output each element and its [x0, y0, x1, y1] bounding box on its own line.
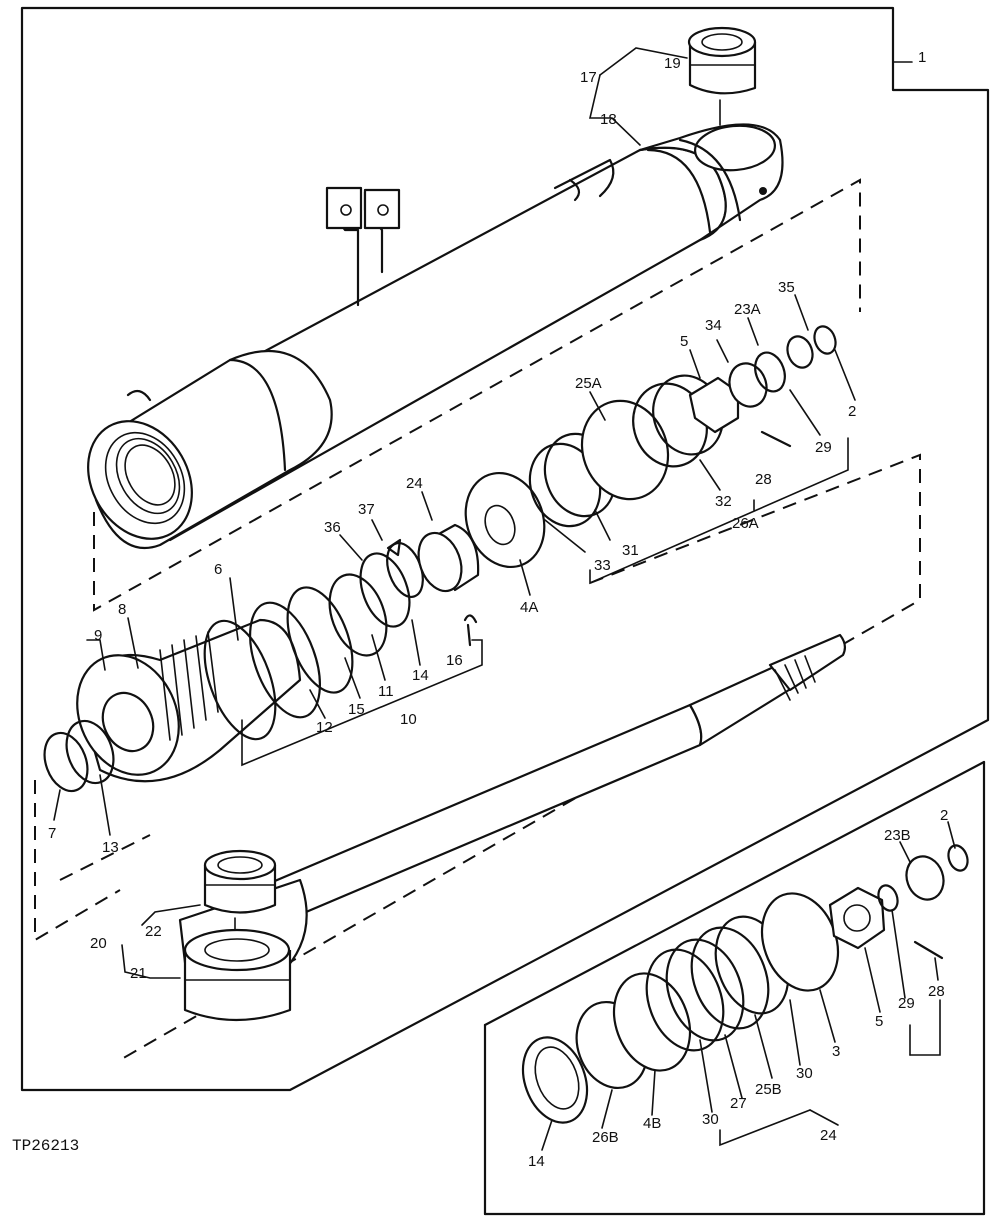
callout-37: 37: [358, 501, 375, 518]
callout-14-bottom: 14: [528, 1153, 545, 1170]
callout-29-top: 29: [815, 439, 832, 456]
callout-27: 27: [730, 1095, 747, 1112]
gland-assembly: [43, 542, 424, 793]
callout-9: 9: [94, 627, 102, 644]
callout-24-top: 24: [406, 475, 423, 492]
callout-25a: 25A: [575, 375, 602, 392]
callout-2-top: 2: [848, 403, 856, 420]
dashed-group-boxes: [34, 178, 921, 1061]
callout-3: 3: [832, 1043, 840, 1060]
callout-17: 17: [580, 69, 597, 86]
piston-parts-b: [521, 844, 969, 1124]
leader-lines: [53, 47, 956, 1151]
callout-23b: 23B: [884, 827, 911, 844]
callout-16: 16: [446, 652, 463, 669]
callout-labels: 1 17 19 18 35 23A 34 5 2 25A 29 28 32 26…: [48, 49, 948, 1170]
callout-26b: 24: [820, 1127, 837, 1144]
callout-33: 33: [594, 557, 611, 574]
callout-30-left: 30: [702, 1111, 719, 1128]
callout-21: 21: [130, 965, 147, 982]
piston-parts-a: [386, 325, 837, 647]
callout-28-bottom: 28: [928, 983, 945, 1000]
callout-19: 19: [664, 55, 681, 72]
callout-6: 6: [214, 561, 222, 578]
callout-32: 32: [715, 493, 732, 510]
callout-8: 8: [118, 601, 126, 618]
callout-35: 35: [778, 279, 795, 296]
figure-code: TP26213: [12, 1137, 79, 1155]
callout-5-top: 5: [680, 333, 688, 350]
callout-22: 22: [145, 923, 162, 940]
callout-26a: 26A: [732, 515, 759, 532]
callout-1: 1: [918, 49, 926, 66]
callout-13: 13: [102, 839, 119, 856]
callout-5-bottom: 5: [875, 1013, 883, 1030]
callout-18: 18: [600, 111, 617, 128]
callout-28-top: 28: [755, 471, 772, 488]
cylinder-barrel: [87, 123, 784, 550]
callout-24-bottom: 26B: [592, 1129, 619, 1146]
bushing-19: [687, 26, 757, 126]
callout-30-right: 30: [796, 1065, 813, 1082]
callout-4a: 4A: [520, 599, 538, 616]
callout-10: 10: [400, 711, 417, 728]
callout-20: 20: [90, 935, 107, 952]
callout-7: 7: [48, 825, 56, 842]
diagram-frame: [20, 6, 990, 1216]
callout-31: 31: [622, 542, 639, 559]
callout-36: 36: [324, 519, 341, 536]
callout-23a: 23A: [734, 301, 761, 318]
callout-12: 12: [316, 719, 333, 736]
callout-15: 15: [348, 701, 365, 718]
callout-34: 34: [705, 317, 722, 334]
callout-14-mid: 14: [412, 667, 429, 684]
callout-29-bottom: 29: [898, 995, 915, 1012]
callout-11: 11: [378, 683, 394, 700]
callout-4b: 4B: [643, 1115, 661, 1132]
callout-25b: 25B: [755, 1081, 782, 1098]
callout-2-bottom: 2: [940, 807, 948, 824]
rod-eye-bushing: [183, 849, 292, 1022]
